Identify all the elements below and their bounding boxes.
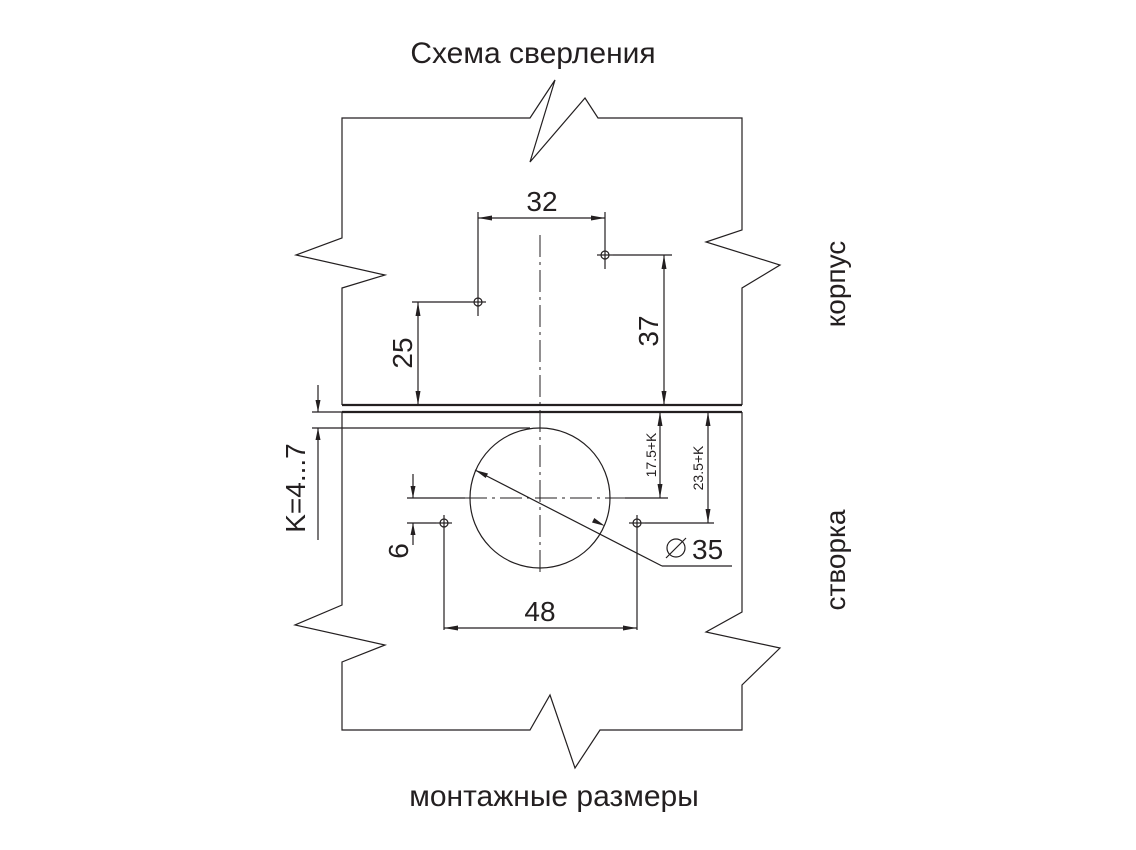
dimension-25-label: 25 bbox=[387, 337, 418, 368]
diagram-title: Схема сверления bbox=[410, 37, 655, 70]
dimension-17-5-k bbox=[625, 412, 668, 499]
korpus-hole-right bbox=[597, 247, 613, 269]
dimension-32-label: 32 bbox=[526, 186, 557, 217]
dimension-23-5-k-label: 23.5+K bbox=[690, 445, 706, 490]
dimension-23-5-k bbox=[645, 412, 714, 524]
diagram-footer: монтажные размеры bbox=[409, 780, 699, 813]
dimension-6-label: 6 bbox=[383, 543, 414, 559]
cup-hole-35 bbox=[469, 427, 611, 569]
stvorka-panel-outline bbox=[293, 412, 782, 770]
dimension-35-label: 35 bbox=[692, 534, 723, 565]
korpus-label: корпус bbox=[820, 241, 851, 328]
dimension-25 bbox=[412, 301, 470, 405]
stvorka-label: створка bbox=[820, 509, 851, 610]
dimension-35-leader bbox=[474, 469, 732, 567]
dimension-48 bbox=[444, 625, 637, 631]
stvorka-hole-left bbox=[436, 515, 452, 630]
dimension-k bbox=[312, 385, 530, 540]
dimension-6 bbox=[407, 474, 465, 545]
korpus-hole-left bbox=[470, 294, 486, 316]
diameter-symbol-icon bbox=[666, 538, 686, 558]
dimension-32 bbox=[477, 212, 606, 294]
stvorka-hole-right bbox=[629, 515, 645, 630]
dimension-48-label: 48 bbox=[524, 596, 555, 627]
dimension-k-label: K=4...7 bbox=[280, 443, 311, 533]
dimension-37-label: 37 bbox=[633, 315, 664, 346]
korpus-panel-outline bbox=[293, 79, 782, 405]
dimension-17-5-k-label: 17.5+K bbox=[643, 432, 659, 477]
dimension-37 bbox=[613, 254, 672, 405]
